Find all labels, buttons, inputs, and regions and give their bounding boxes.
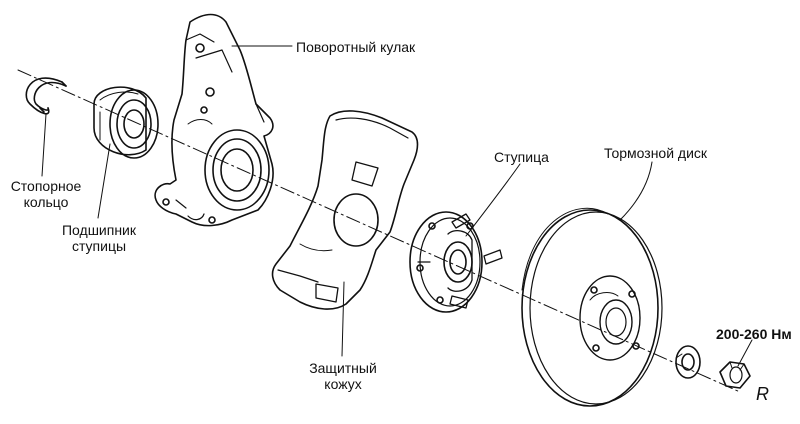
hub-bearing-part bbox=[93, 86, 159, 159]
wheel-hub-part bbox=[409, 211, 503, 313]
label-steering-knuckle: Поворотный кулак bbox=[296, 39, 416, 55]
leader-shield bbox=[341, 281, 345, 357]
brake-disc-part bbox=[521, 207, 663, 407]
steering-knuckle-part bbox=[154, 13, 274, 227]
leader-bearing bbox=[97, 143, 111, 219]
label-protective-shield: Защитный кожух bbox=[309, 360, 377, 392]
retaining-ring-part bbox=[25, 77, 67, 115]
leader-torque bbox=[737, 339, 753, 367]
protective-shield-part bbox=[271, 110, 419, 310]
leader-hub bbox=[465, 163, 521, 237]
label-torque-spec: 200-260 Нм bbox=[716, 326, 792, 342]
center-axis-line bbox=[17, 69, 741, 393]
leader-brake-disc bbox=[619, 161, 653, 221]
label-retaining-ring: Стопорное кольцо bbox=[10, 178, 82, 210]
label-reuse-marker: R bbox=[756, 384, 769, 404]
leader-retaining-ring bbox=[41, 113, 47, 177]
label-hub-bearing: Подшипник ступицы bbox=[61, 222, 137, 254]
washer-part bbox=[675, 345, 701, 379]
hub-nut-part bbox=[719, 361, 751, 389]
label-brake-disc: Тормозной диск bbox=[604, 145, 708, 161]
label-hub: Ступица bbox=[494, 149, 549, 165]
